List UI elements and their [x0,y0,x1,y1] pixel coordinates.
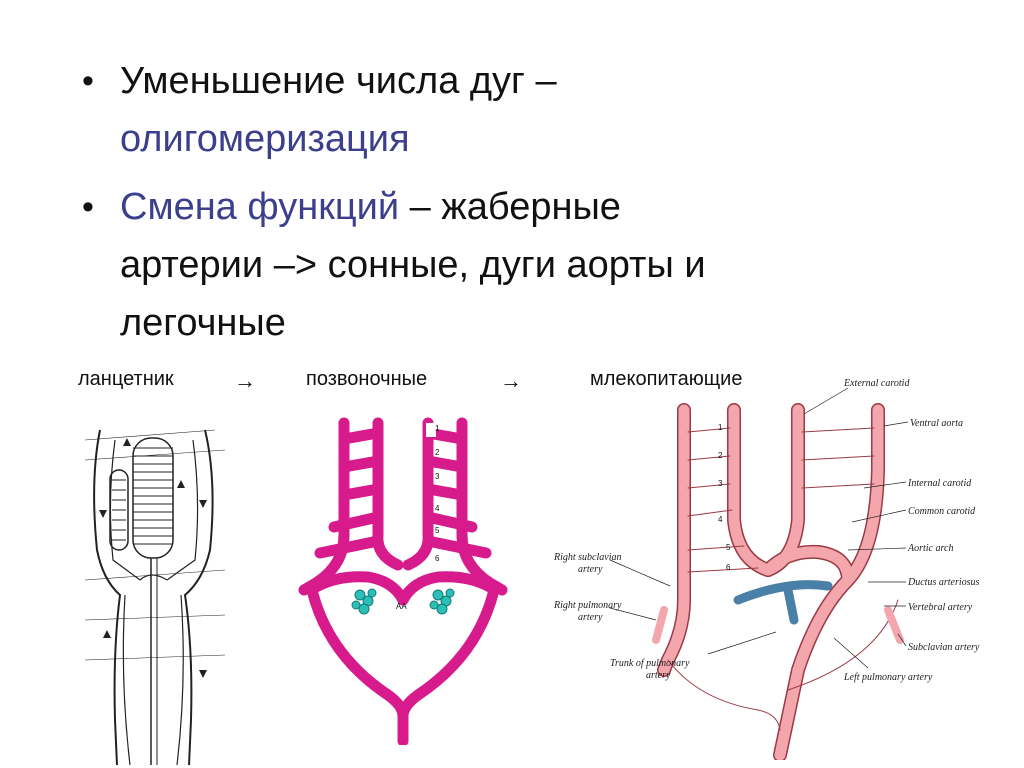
stage-label-lancelet: ланцетник [78,368,174,390]
stage-label-mammals: млекопитающие [590,368,743,390]
label-right-subclavian-2: artery [578,564,603,575]
function-change-term: Смена функций [120,186,400,228]
label-ventral-aorta: Ventral aorta [910,418,963,429]
label-common-carotid: Common carotid [908,506,976,517]
label-right-pulmonary-2: artery [578,612,603,623]
label-subclavian: Subclavian artery [908,642,980,653]
evolution-stage-labels: ланцетник → позвоночные → млекопитающие [0,368,1024,398]
mammal-arteries-diagram: 1 2 3 4 5 6 External carotid Ventral aor… [548,370,1008,760]
arch-number: 4 [718,515,723,524]
vertebrate-arches-diagram: 1 2 3 4 5 6 AA [298,415,508,745]
bullet2-text: – жаберные [399,186,621,228]
bullet1-text: Уменьшение числа дуг – [120,60,557,102]
bullet-oligomerization: Уменьшение числа дуг – олигомеризация [82,52,982,168]
label-right-pulmonary: Right pulmonary [553,600,622,611]
bullet2-line3: легочные [120,302,286,344]
arch-number: 3 [435,472,440,481]
arch-number: 6 [435,554,440,563]
label-right-subclavian: Right subclavian [553,552,622,563]
arrow-icon: → [234,368,256,393]
arch-number: 4 [435,504,440,513]
arch-number: 1 [435,424,440,433]
label-trunk-pulmonary-2: artery [646,670,671,681]
lancelet-diagram [85,420,225,765]
arch-number: 2 [435,448,440,457]
label-vertebral: Vertebral artery [908,602,973,613]
label-trunk-pulmonary: Trunk of pulmonary [610,658,690,669]
arch-number: 5 [435,526,440,535]
arch-number: 2 [718,451,723,460]
bullet-function-change: Смена функций – жаберные артерии –> сонн… [82,178,982,352]
stage-label-vertebrates: позвоночные [306,368,428,390]
aa-label: AA [396,602,407,611]
vertebrate-arches-drawing: 1 2 3 4 5 6 AA [298,417,508,745]
arch-number: 6 [726,563,731,572]
label-external-carotid: External carotid [843,378,910,389]
oligomerization-term: олигомеризация [120,118,410,160]
label-internal-carotid: Internal carotid [907,478,972,489]
label-aortic-arch: Aortic arch [907,543,953,554]
arrow-icon: → [500,368,522,393]
arch-number: 3 [718,479,723,488]
arch-number: 5 [726,543,731,552]
label-ductus: Ductus arteriosus [907,577,980,588]
lancelet-drawing [85,429,225,765]
bullet2-line2: артерии –> сонные, дуги аорты и [120,244,706,286]
mammal-arteries-drawing: 1 2 3 4 5 6 External carotid Ventral aor… [553,378,980,760]
bullet-list: Уменьшение числа дуг – олигомеризация См… [82,52,982,362]
arch-number: 1 [718,423,723,432]
label-left-pulmonary: Left pulmonary artery [843,672,933,683]
